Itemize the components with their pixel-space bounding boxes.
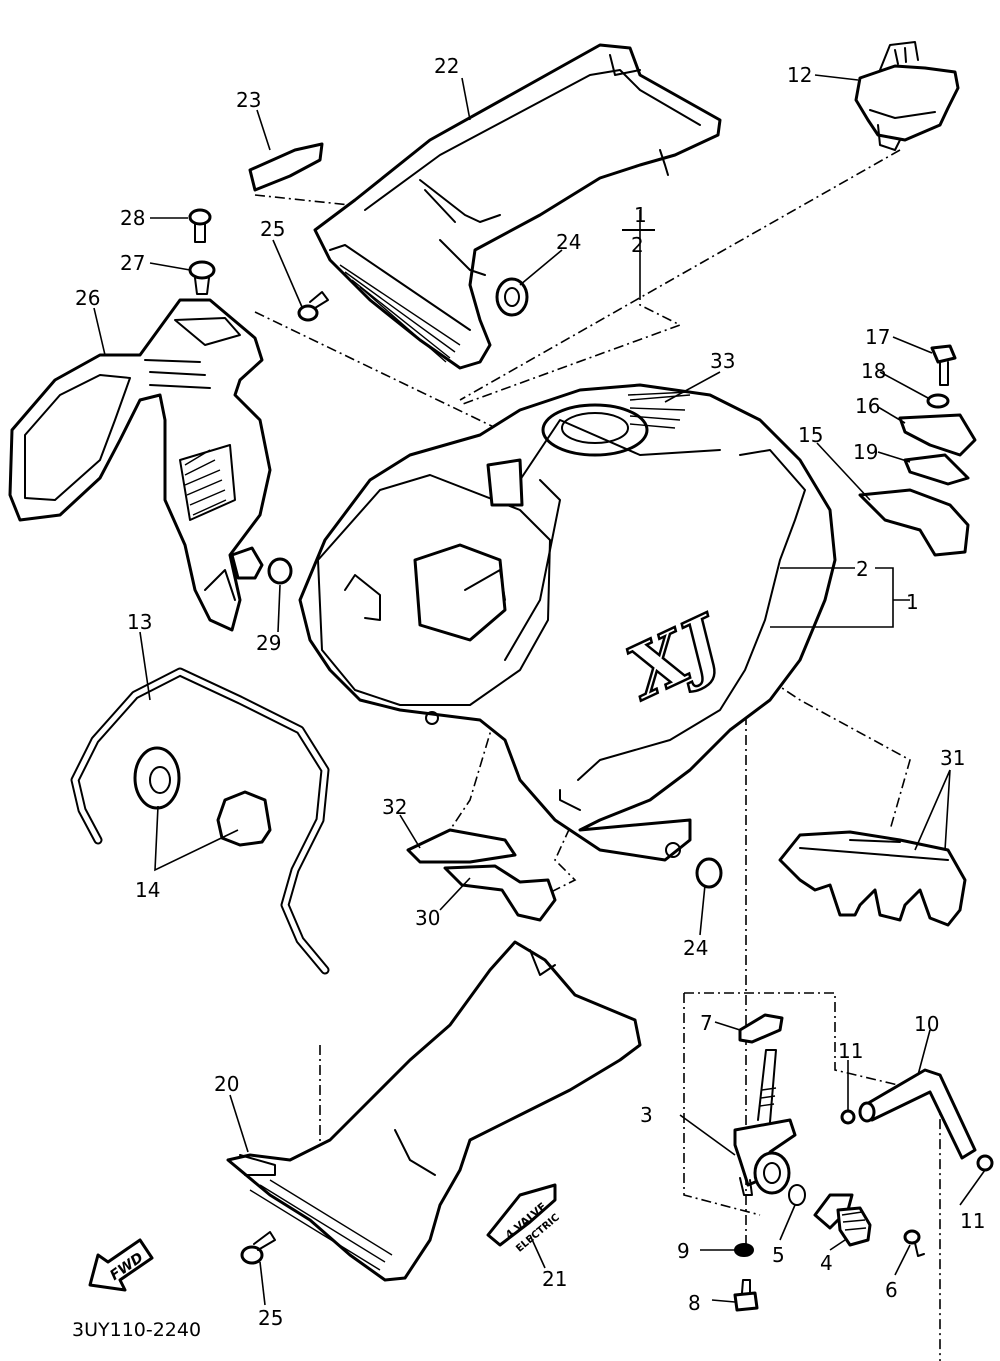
part-31-covers [778,830,967,927]
part-23-decal [248,142,324,192]
callout-23: 23 [236,88,261,112]
callout-13: 13 [127,610,152,634]
part-4-strainer [813,1193,872,1247]
part-16-bracket [898,413,977,457]
part-3-fuel-cock [733,1049,797,1196]
callout-12: 12 [787,63,812,87]
callout-16: 16 [855,394,880,418]
part-11-clip-lower [976,1154,994,1172]
callout-25-lower: 25 [258,1306,283,1330]
callout-27: 27 [120,251,145,275]
callout-6: 6 [885,1278,898,1302]
callout-21: 21 [542,1267,567,1291]
part-6-screw [903,1229,925,1257]
callout-15: 15 [798,423,823,447]
part-28-bolt [188,208,212,243]
callout-5: 5 [772,1243,785,1267]
callout-24-lower: 24 [683,936,708,960]
part-24-grommet-lower [695,857,723,889]
part-5-o-ring [788,1184,806,1206]
callout-9: 9 [677,1239,690,1263]
callout-22: 22 [434,54,459,78]
part-14-rubber-left [133,746,181,810]
fraction-denominator: 2 [631,233,644,257]
part-10-hose [858,1068,977,1160]
callout-7: 7 [700,1011,713,1035]
part-13-grab-bar [70,667,330,975]
callout-19: 19 [853,440,878,464]
callout-33: 33 [710,349,735,373]
callout-25-upper: 25 [260,217,285,241]
part-9-washer [734,1243,754,1257]
part-25-bolt-lower [240,1231,276,1265]
part-11-clip-upper [840,1109,856,1125]
part-12-fuel-cap [854,41,960,151]
part-14-rubber-right [216,790,272,847]
part-7-screen [738,1013,784,1044]
rubber-mount-26 [230,546,264,580]
part-21-decal: 4 VALVE ELECTRIC [486,1183,562,1255]
part-17-bolt [930,344,957,386]
part-32-bracket [406,828,517,864]
callout-18: 18 [861,359,886,383]
part-25-bolt-upper [297,291,329,322]
callout-32: 32 [382,795,407,819]
callout-14: 14 [135,878,160,902]
part-33-pad [627,391,691,396]
part-24-grommet-upper [495,277,529,317]
callout-10: 10 [914,1012,939,1036]
part-26-side-cover [8,298,272,632]
callout-31: 31 [940,746,965,770]
callout-11-upper: 11 [838,1039,863,1063]
part-27-collar [188,260,216,295]
callout-26: 26 [75,286,100,310]
callout-11-lower: 11 [960,1209,985,1233]
part-19-plate [903,453,970,486]
callout-20: 20 [214,1072,239,1096]
drawing-code: 3UY110-2240 [72,1319,201,1341]
fwd-arrow-icon: FWD [88,1238,154,1292]
callout-24-upper: 24 [556,230,581,254]
callout-2: 2 [856,557,869,581]
part-30-bracket [443,864,557,922]
part-20-lower-cover [226,940,642,1282]
callout-29: 29 [256,631,281,655]
fraction-1-2: 1 2 [622,203,655,257]
part-15-bracket [858,488,970,557]
fraction-numerator: 1 [634,203,647,227]
fuel-tank: XJ [298,383,837,862]
part-22-upper-cover [313,43,722,370]
callout-3: 3 [640,1103,653,1127]
callout-leaders [93,74,986,1306]
callout-8: 8 [688,1291,701,1315]
part-8-bolt [733,1279,759,1312]
callout-4: 4 [820,1251,833,1275]
callout-1: 1 [906,590,919,614]
callout-30: 30 [415,906,440,930]
callout-17: 17 [865,325,890,349]
part-18-washer [926,393,950,409]
callout-labels: 22 23 12 28 27 25 24 26 1 2 33 17 18 16 … [75,54,985,1330]
callout-28: 28 [120,206,145,230]
part-29-grommet [267,557,293,585]
